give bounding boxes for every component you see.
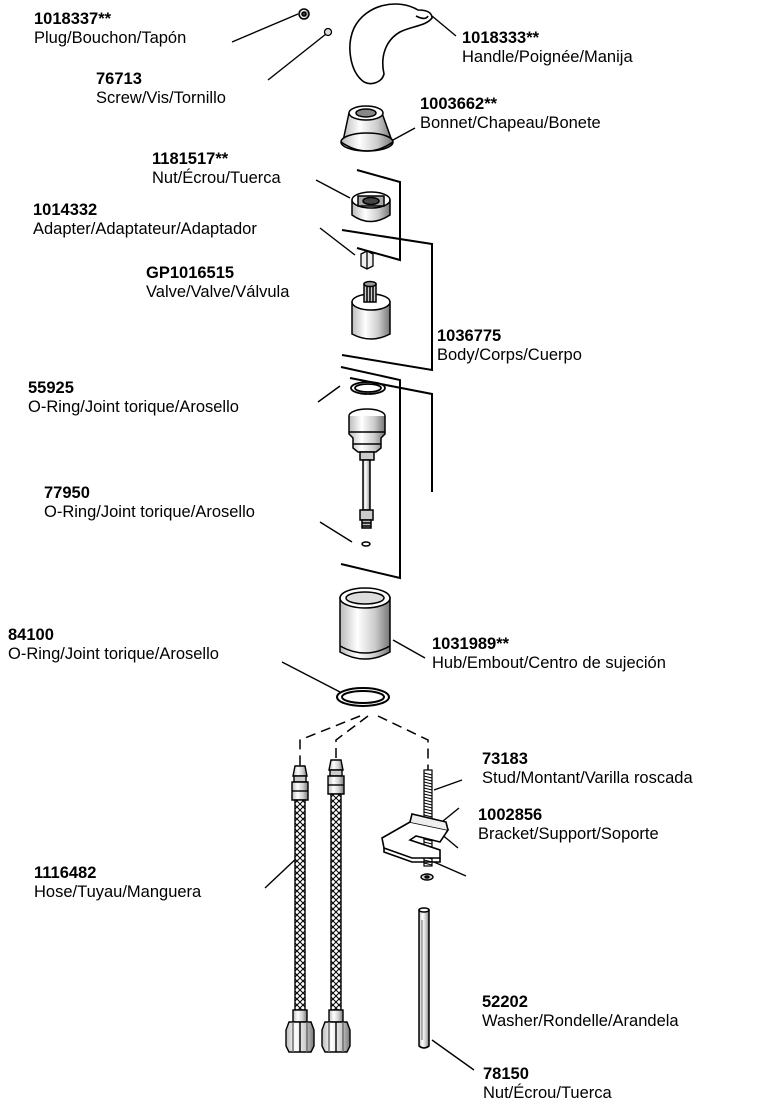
label-handle: 1018333** Handle/Poignée/Manija (462, 29, 633, 67)
label-valve: GP1016515 Valve/Valve/Válvula (146, 264, 289, 302)
label-hub: 1031989** Hub/Embout/Centro de sujeción (432, 635, 666, 673)
part-number: 52202 (482, 993, 528, 1011)
label-o-ring-55925: 55925 O-Ring/Joint torique/Arosello (28, 379, 239, 417)
label-adapter: 1014332 Adapter/Adaptateur/Adaptador (33, 201, 257, 239)
hose-right-part (321, 759, 351, 1053)
part-number: 1018337** (34, 10, 112, 28)
label-o-ring-84100: 84100 O-Ring/Joint torique/Arosello (8, 626, 219, 664)
hose-connection-lines (299, 715, 429, 770)
part-name: Adapter/Adaptateur/Adaptador (33, 220, 257, 238)
part-number: 84100 (8, 626, 54, 644)
part-number: 1014332 (33, 201, 98, 219)
label-body: 1036775 Body/Corps/Cuerpo (437, 327, 582, 365)
grouping-brackets (340, 169, 433, 580)
part-number: 55925 (28, 379, 74, 397)
part-name: O-Ring/Joint torique/Arosello (44, 503, 255, 521)
label-bonnet: 1003662** Bonnet/Chapeau/Bonete (420, 95, 601, 133)
washer-part (420, 873, 434, 881)
part-number: 76713 (96, 70, 142, 88)
label-screw: 76713 Screw/Vis/Tornillo (96, 70, 226, 108)
bonnet-part (340, 105, 394, 152)
cartridge-part (348, 408, 386, 529)
part-name: Stud/Montant/Varilla roscada (482, 769, 693, 787)
part-name: Bonnet/Chapeau/Bonete (420, 114, 601, 132)
part-number: 77950 (44, 484, 90, 502)
bracket-part (381, 813, 450, 863)
part-number: 1018333** (462, 29, 540, 47)
part-name: Bracket/Support/Soporte (478, 825, 659, 843)
label-plug: 1018337** Plug/Bouchon/Tapón (34, 10, 186, 48)
part-number: 1036775 (437, 327, 502, 345)
part-name: Valve/Valve/Válvula (146, 283, 290, 301)
part-name: Nut/Écrou/Tuerca (483, 1084, 612, 1102)
label-bracket: 1002856 Bracket/Support/Soporte (478, 806, 659, 844)
part-name: Handle/Poignée/Manija (462, 48, 633, 66)
part-name: Screw/Vis/Tornillo (96, 89, 226, 107)
part-name: Washer/Rondelle/Arandela (482, 1012, 679, 1030)
part-name: O-Ring/Joint torique/Arosello (8, 645, 219, 663)
part-name: Body/Corps/Cuerpo (437, 346, 582, 364)
hose-left-part (285, 765, 315, 1053)
label-stud: 73183 Stud/Montant/Varilla roscada (482, 750, 693, 788)
o-ring-84100-part (336, 687, 390, 707)
part-number: 78150 (483, 1065, 529, 1083)
long-nut-part (418, 907, 430, 1049)
nut-part (351, 191, 391, 223)
part-name: Plug/Bouchon/Tapón (34, 29, 187, 47)
label-o-ring-77950: 77950 O-Ring/Joint torique/Arosello (44, 484, 255, 522)
part-name: Hose/Tuyau/Manguera (34, 883, 202, 901)
label-nut-bottom: 78150 Nut/Écrou/Tuerca (483, 1065, 612, 1103)
part-number: 73183 (482, 750, 528, 768)
o-ring-77950-part (361, 541, 371, 547)
label-washer: 52202 Washer/Rondelle/Arandela (482, 993, 679, 1031)
label-hose: 1116482 Hose/Tuyau/Manguera (34, 864, 201, 902)
adapter-part (360, 250, 374, 270)
hub-part (339, 587, 391, 660)
part-number: 1181517** (152, 150, 229, 168)
valve-part (351, 280, 391, 340)
part-number: 1116482 (34, 864, 97, 882)
part-number: 1031989** (432, 635, 510, 653)
part-name: Hub/Embout/Centro de sujeción (432, 654, 666, 672)
label-nut-top: 1181517** Nut/Écrou/Tuerca (152, 150, 281, 188)
part-number: 1003662** (420, 95, 498, 113)
plug-part (298, 8, 310, 20)
part-name: O-Ring/Joint torique/Arosello (28, 398, 239, 416)
part-name: Nut/Écrou/Tuerca (152, 169, 281, 187)
screw-part (323, 27, 333, 37)
part-number: GP1016515 (146, 264, 235, 282)
o-ring-55925-part (350, 381, 386, 395)
handle-part (349, 3, 433, 85)
part-number: 1002856 (478, 806, 543, 824)
